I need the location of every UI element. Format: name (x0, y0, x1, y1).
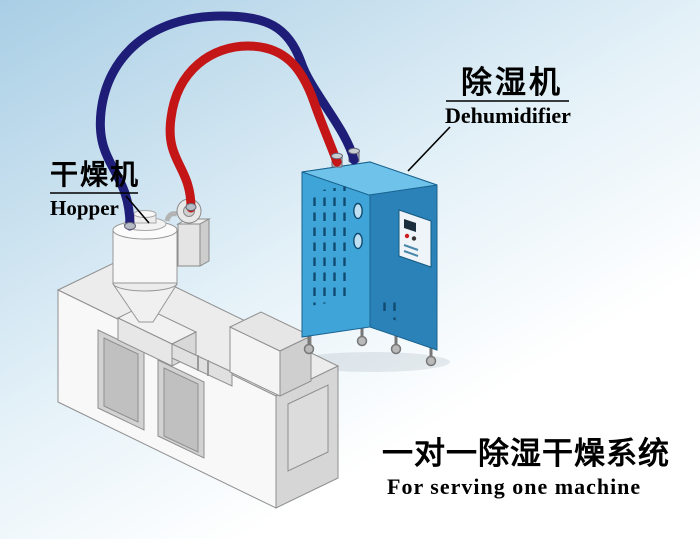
hopper-dryer (112, 210, 178, 323)
control-panel (398, 209, 432, 268)
hose-fittings (124, 147, 360, 230)
caster-wheel (390, 343, 402, 355)
port-cap-red (331, 152, 343, 160)
blower-box-side (199, 218, 210, 267)
control-panel-display (404, 219, 416, 232)
blower-duct (164, 211, 178, 222)
dehumidifier-label-cn: 除湿机 (461, 65, 563, 100)
dehumidifier-leader-line (407, 126, 451, 172)
air-hoses (95, 11, 359, 231)
hopper-lid-cap-top (133, 210, 157, 218)
head-box-side (279, 335, 312, 397)
dry-air-hose-blue (95, 11, 359, 231)
caster-wheel (303, 343, 315, 355)
return-air-hose-red (165, 41, 342, 213)
lid-hose-fitting (124, 222, 136, 230)
hopper-label-cn: 干燥机 (50, 159, 141, 190)
hopper-label-en: Hopper (50, 196, 119, 220)
front-slot-oval (353, 202, 363, 220)
extruder-machine (56, 259, 340, 509)
machine-side-door (287, 384, 329, 472)
machine-door-panel-2-inset (163, 367, 199, 453)
caster-wheel (425, 355, 437, 367)
blower-hose-fitting (185, 203, 197, 211)
side-vent-louvers (377, 296, 400, 322)
caster-wheels (303, 328, 437, 367)
caster-wheel (356, 335, 368, 347)
panel-label-row (403, 250, 419, 257)
panel-button-black (411, 236, 417, 241)
machine-door-panel-1-inset (103, 337, 139, 423)
panel-label-row (403, 244, 419, 251)
dehumidifier-cabinet (301, 149, 438, 367)
dehumidifier-label-en: Dehumidifier (445, 103, 571, 128)
leader-lines (50, 100, 569, 224)
panel-button-red (404, 233, 410, 239)
front-slot-oval (353, 232, 363, 250)
front-vent-louvers (309, 186, 348, 306)
blower-box-front (177, 223, 201, 267)
port-cap-blue (348, 147, 360, 155)
caption-en: For serving one machine (387, 474, 642, 499)
hopper-leader-line (125, 195, 150, 224)
caption-cn: 一对一除湿干燥系统 (382, 436, 670, 471)
extruder-barrel (171, 343, 233, 387)
